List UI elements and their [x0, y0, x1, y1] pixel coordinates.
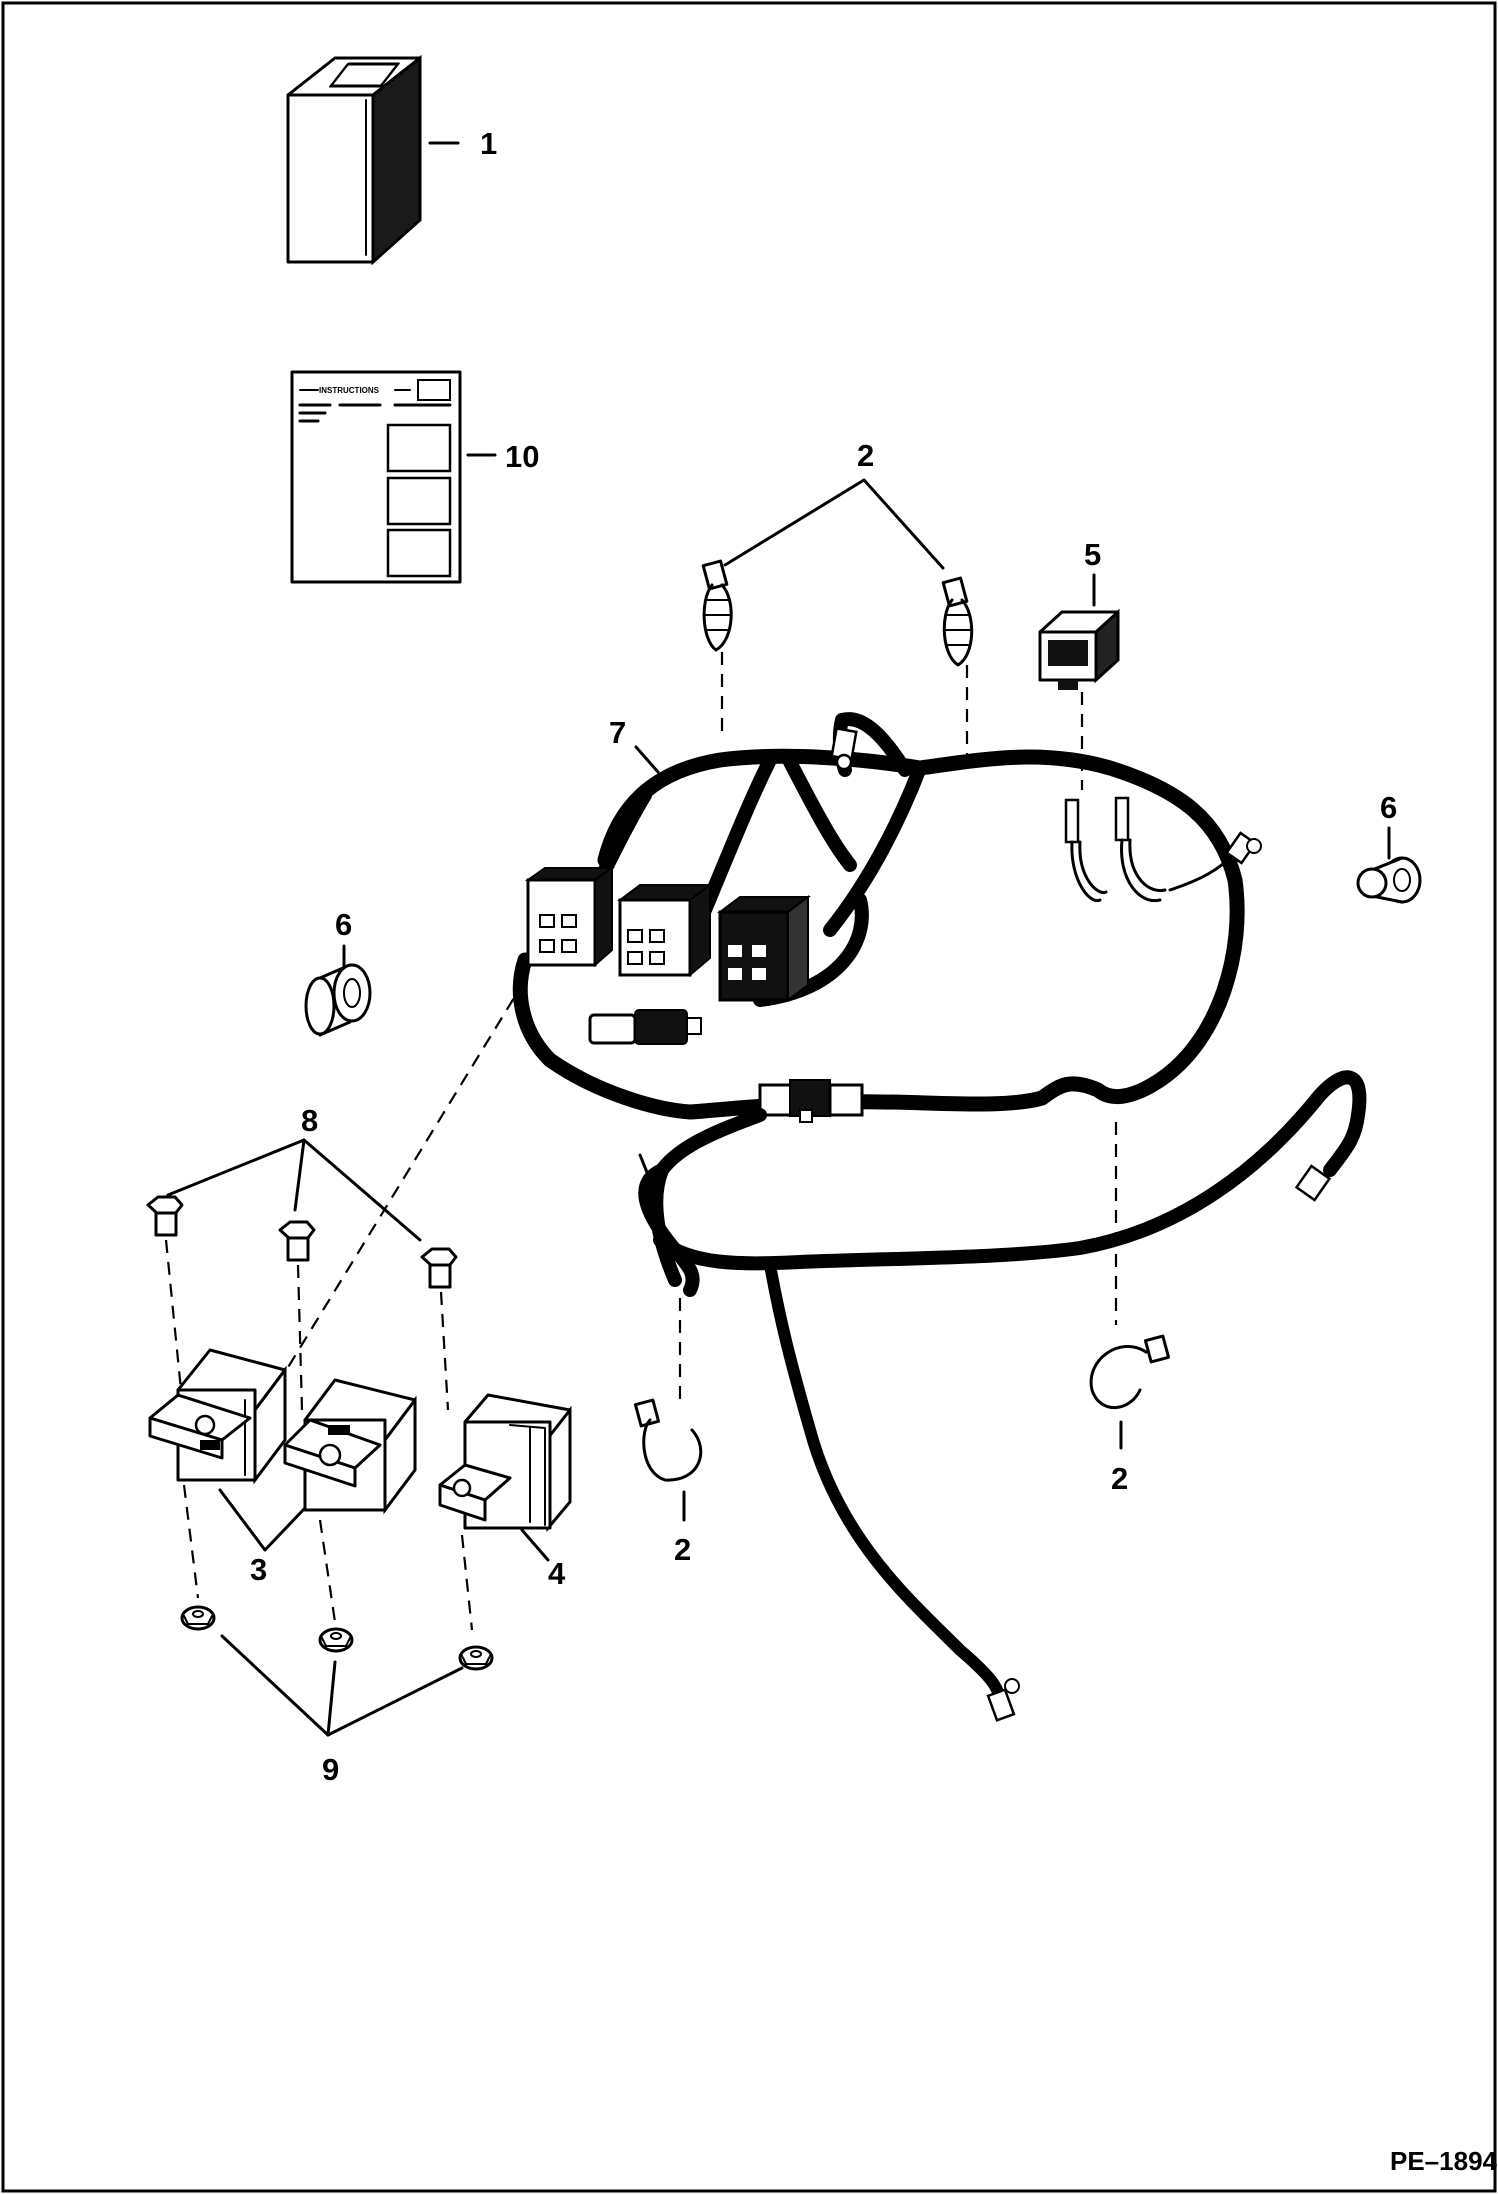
relay-socket-left	[524, 866, 616, 968]
harness-connector-middle	[758, 1079, 864, 1123]
part-6-spacer-right	[1356, 856, 1422, 904]
callout-4: 4	[548, 1556, 566, 1591]
part-3-relay-1	[148, 1348, 287, 1485]
callout-6-left: 6	[335, 907, 352, 942]
relay-socket-right	[717, 895, 811, 1002]
harness-connector-small	[588, 1009, 702, 1045]
callout-3: 3	[250, 1552, 267, 1587]
callout-10: 10	[505, 439, 539, 474]
instructions-header: INSTRUCTIONS	[319, 386, 380, 395]
diagram-code: PE–1894	[1390, 2146, 1498, 2176]
callout-2-lower-left: 2	[674, 1532, 691, 1567]
part-9-nut-2	[318, 1627, 354, 1653]
part-8-bolt-1	[146, 1195, 184, 1401]
part-3-relay-2	[283, 1378, 417, 1515]
part-8-bolt-3	[420, 1247, 458, 1411]
cable-tie-lower-right	[1089, 1334, 1171, 1410]
part-9-nut-1	[180, 1605, 216, 1631]
callout-6-right: 6	[1380, 790, 1397, 825]
callout-7: 7	[609, 715, 626, 750]
relay-socket-middle	[617, 883, 713, 978]
part-10-instruction-sheet: INSTRUCTIONS	[290, 370, 462, 584]
callout-2-top: 2	[857, 438, 874, 473]
part-7-wiring-harness	[512, 712, 1367, 1722]
part-9-nut-3	[458, 1645, 494, 1671]
callout-5: 5	[1084, 537, 1101, 572]
part-6-spacer-left	[304, 963, 372, 1037]
part-1-box	[286, 54, 422, 266]
callout-2-lower-right: 2	[1111, 1461, 1128, 1496]
cable-tie-lower-left	[633, 1398, 703, 1482]
callout-1: 1	[480, 126, 497, 161]
callout-8: 8	[301, 1103, 318, 1138]
part-5-module	[1038, 608, 1120, 690]
harness-pin-terminals	[1064, 796, 1167, 903]
cable-tie-top-left	[701, 559, 733, 652]
callout-9: 9	[322, 1752, 339, 1787]
part-4-relay	[438, 1393, 572, 1533]
cable-tie-top-right	[941, 576, 974, 667]
part-8-bolt-2	[278, 1220, 316, 1411]
